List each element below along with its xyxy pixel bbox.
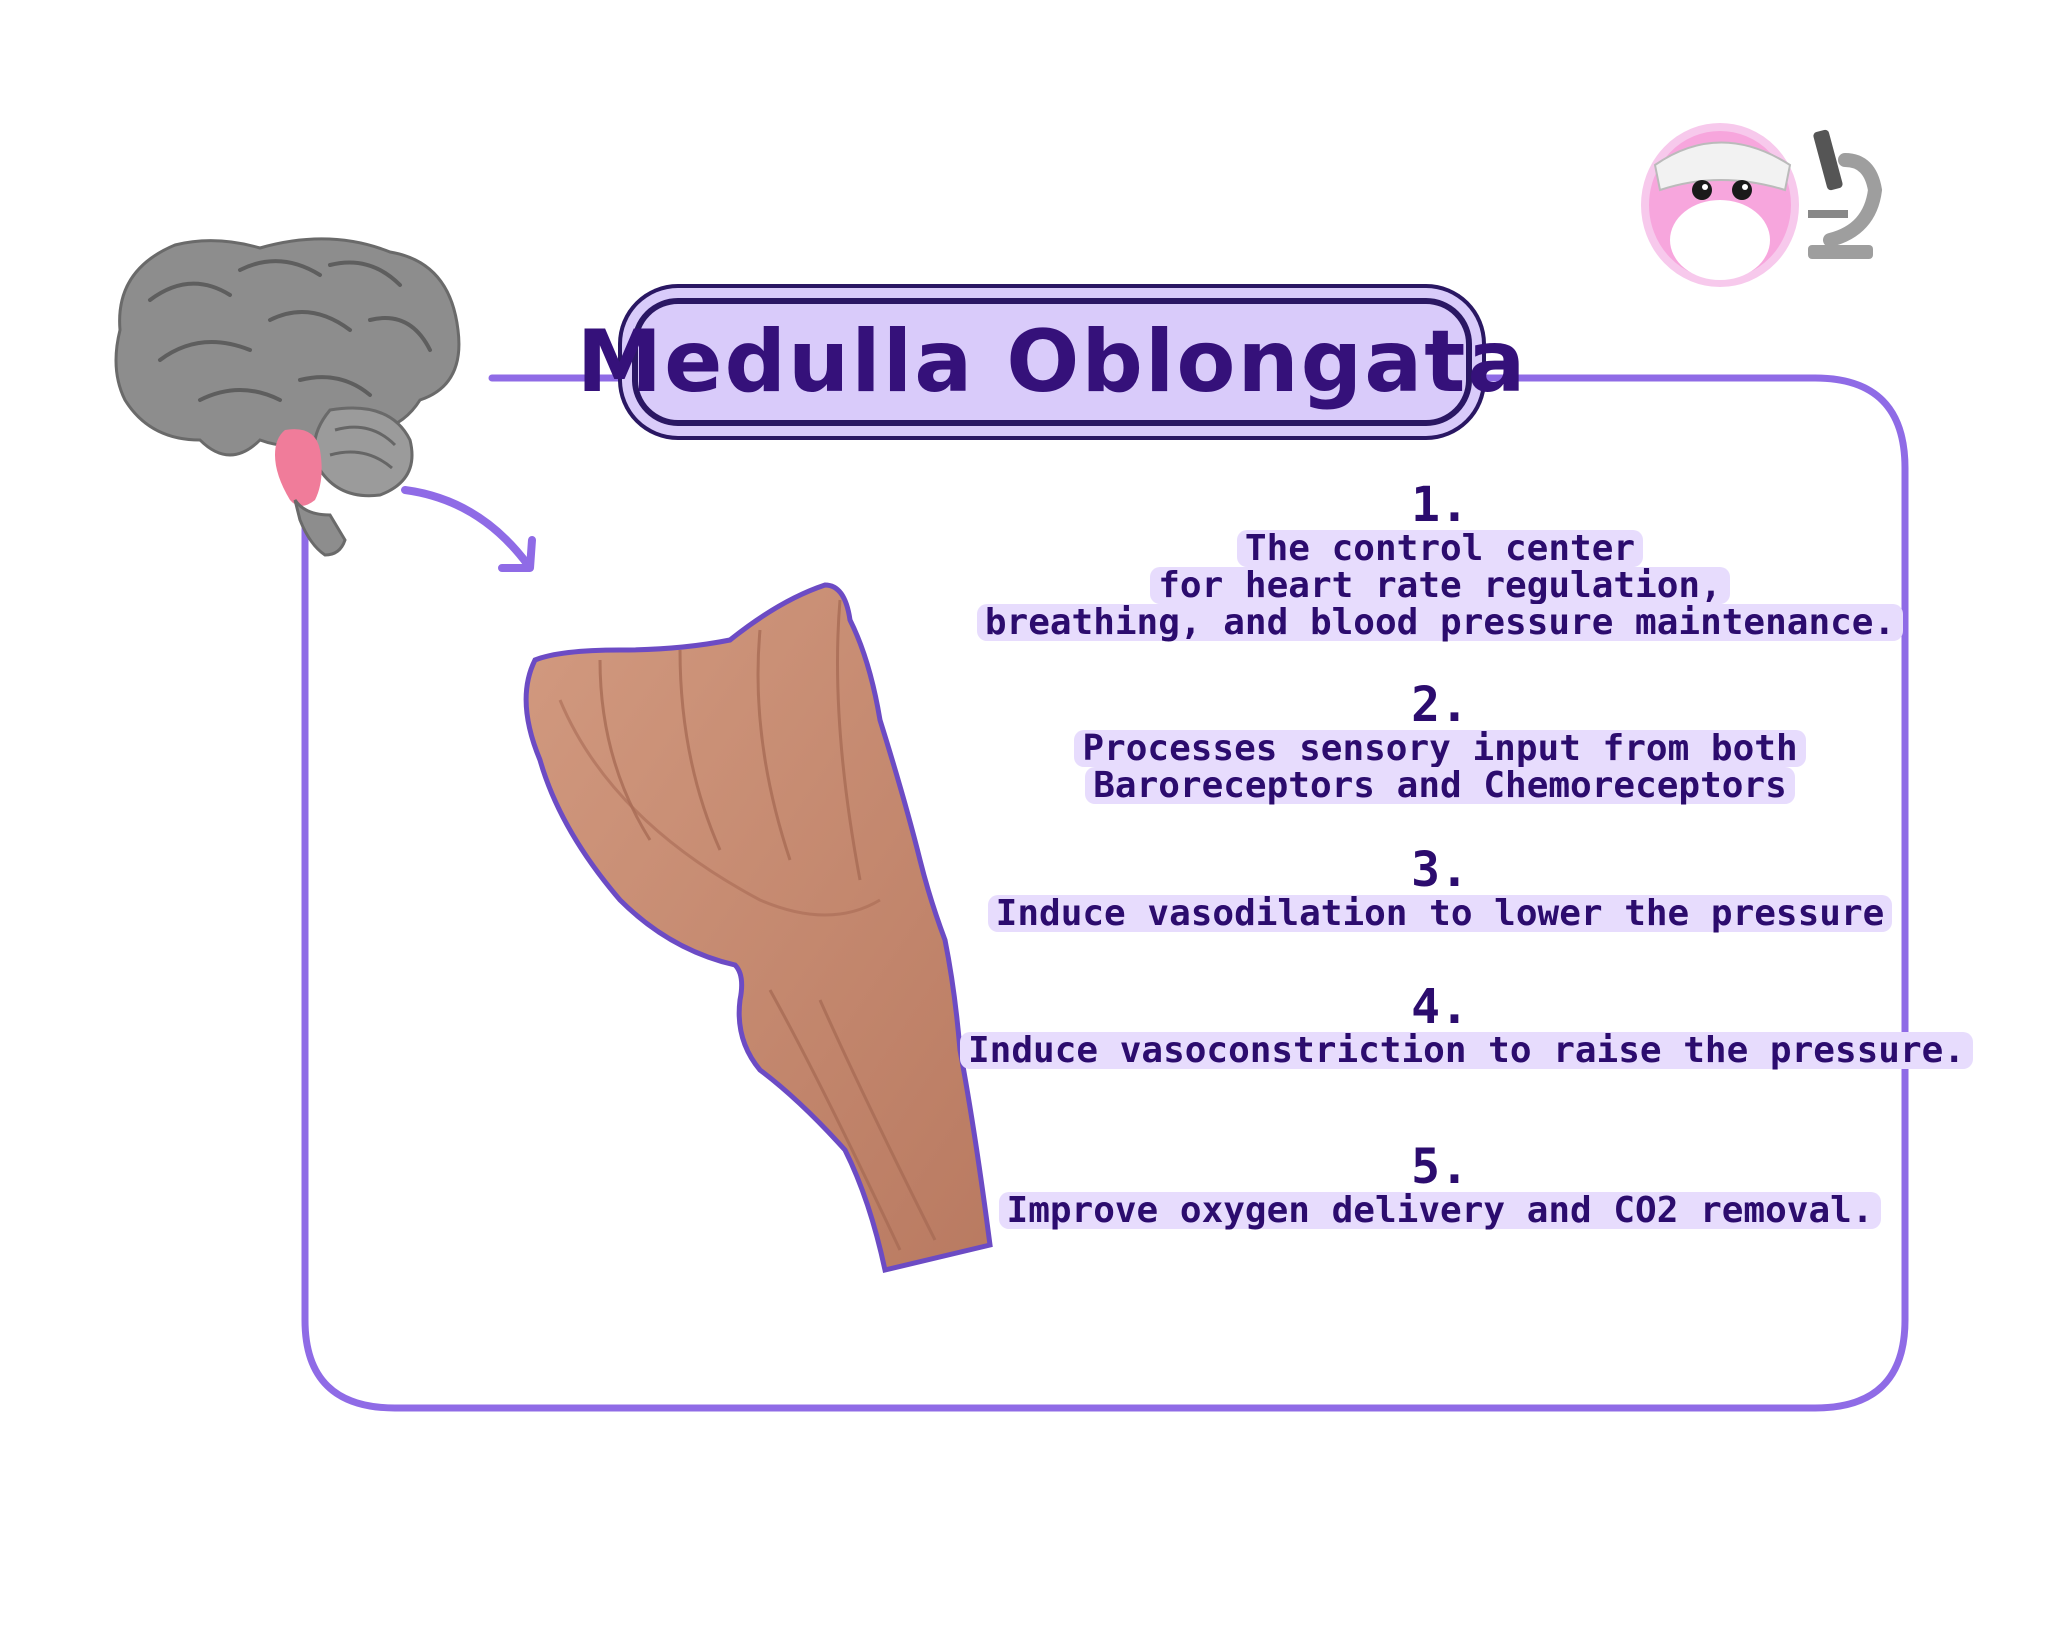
fact-number: 5. (1411, 1139, 1469, 1195)
fact-line: Processes sensory input from both (1074, 730, 1806, 767)
fact-line: Induce vasoconstriction to raise the pre… (960, 1032, 1973, 1069)
microscope-icon (1808, 129, 1883, 259)
title-badge: Medulla Oblongata (577, 298, 1525, 426)
fact-line: for heart rate regulation, (1150, 567, 1730, 604)
fact-3: 3. Induce vasodilation to lower the pres… (960, 845, 1920, 932)
fact-line: The control center (1236, 530, 1644, 567)
fact-5: 5. Improve oxygen delivery and CO2 remov… (960, 1142, 1920, 1229)
mascot-scientist-icon (1641, 123, 1799, 287)
fact-number: 2. (1411, 677, 1469, 733)
diagram-title: Medulla Oblongata (576, 312, 1528, 412)
fact-number: 4. (1411, 979, 1469, 1035)
fact-line: breathing, and blood pressure maintenanc… (976, 604, 1904, 641)
arrow-icon (401, 486, 536, 572)
fact-number: 1. (1411, 477, 1469, 533)
fact-4: 4. Induce vasoconstriction to raise the … (960, 979, 1973, 1069)
frame-border (301, 374, 1909, 1412)
fact-2: 2. Processes sensory input from both Bar… (960, 680, 1920, 804)
fact-line: Improve oxygen delivery and CO2 removal. (998, 1192, 1882, 1229)
fact-number: 3. (1411, 842, 1469, 898)
fact-1: 1. The control center for heart rate reg… (960, 480, 1920, 641)
fact-line: Baroreceptors and Chemoreceptors (1085, 767, 1795, 804)
fact-line: Induce vasodilation to lower the pressur… (987, 895, 1893, 932)
